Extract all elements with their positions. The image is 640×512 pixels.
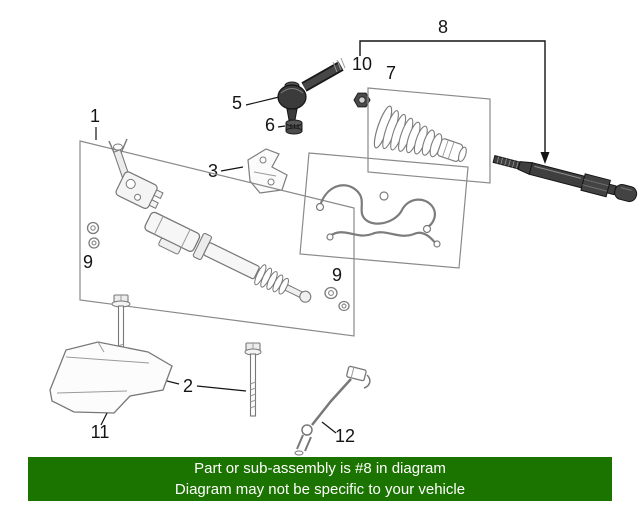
callout-12-label: 12 <box>335 426 355 446</box>
callout-9-right-label: 9 <box>332 265 342 285</box>
callout-6-label: 6 <box>265 115 275 135</box>
callout-7-label: 7 <box>386 63 396 83</box>
mounting-bolt-right <box>244 342 262 417</box>
callout-10-label: 10 <box>352 54 372 74</box>
callout-12-leader <box>321 421 337 434</box>
steering-rack-assembly <box>108 138 312 303</box>
pipes-frame <box>299 152 469 269</box>
ball-joint-stud <box>286 108 298 121</box>
callout-1-label: 1 <box>90 106 100 126</box>
callout-2-label: 2 <box>183 376 193 396</box>
valve-housing <box>115 171 164 209</box>
mounting-bracket-part: 3 <box>208 148 288 194</box>
jam-nut-part: 10 <box>352 54 372 108</box>
callout-11-label: 11 <box>91 422 110 442</box>
banner-line-2: Diagram may not be specific to your vehi… <box>174 480 466 498</box>
inner-tie-rod-part <box>492 155 638 203</box>
sensor-link-part: 12 <box>294 365 371 456</box>
tie-rod-shaft <box>528 162 586 189</box>
rack-tube <box>144 211 312 303</box>
callout-9-left-label: 9 <box>83 252 93 272</box>
callout-3-leader <box>220 166 244 172</box>
bellows-boot-part <box>373 105 467 163</box>
banner-line-1: Part or sub-assembly is #8 in diagram <box>194 459 446 477</box>
bushings-right: 9 <box>324 265 350 312</box>
callout-3-label: 3 <box>208 161 218 181</box>
callout-5-label: 5 <box>232 93 242 113</box>
heat-shield-part: 11 <box>49 341 173 442</box>
jam-nut-shape <box>353 92 371 108</box>
boot-kit-frame <box>367 87 491 184</box>
callout-6-leader <box>277 125 286 128</box>
callout-5-leader <box>245 96 280 106</box>
steering-gear-box: 1 <box>79 106 355 337</box>
callout-8-bracket-line <box>359 40 546 152</box>
castle-nut-part <box>285 119 303 135</box>
pipe-lower <box>329 231 437 245</box>
callout-2-leader-right <box>196 385 247 392</box>
callout-8-label: 8 <box>438 17 448 37</box>
callout-8-group: 8 <box>359 17 550 164</box>
info-banner: Part or sub-assembly is #8 in diagram Di… <box>28 457 612 501</box>
link-rod <box>311 378 352 426</box>
boot-kit-box: 7 <box>367 63 491 184</box>
tie-rod-socket-end <box>614 184 638 203</box>
callout-11-leader <box>100 412 108 426</box>
pipe-upper <box>318 184 436 229</box>
link-eyelet <box>301 424 313 436</box>
callout-8-arrowhead <box>540 152 550 164</box>
transfer-pipes-box <box>299 152 469 269</box>
outer-tie-rod-end-part: 5 6 <box>232 57 346 135</box>
steering-gear-frame <box>79 140 355 337</box>
bushings-left: 9 <box>83 221 100 272</box>
link-connector <box>346 365 367 382</box>
